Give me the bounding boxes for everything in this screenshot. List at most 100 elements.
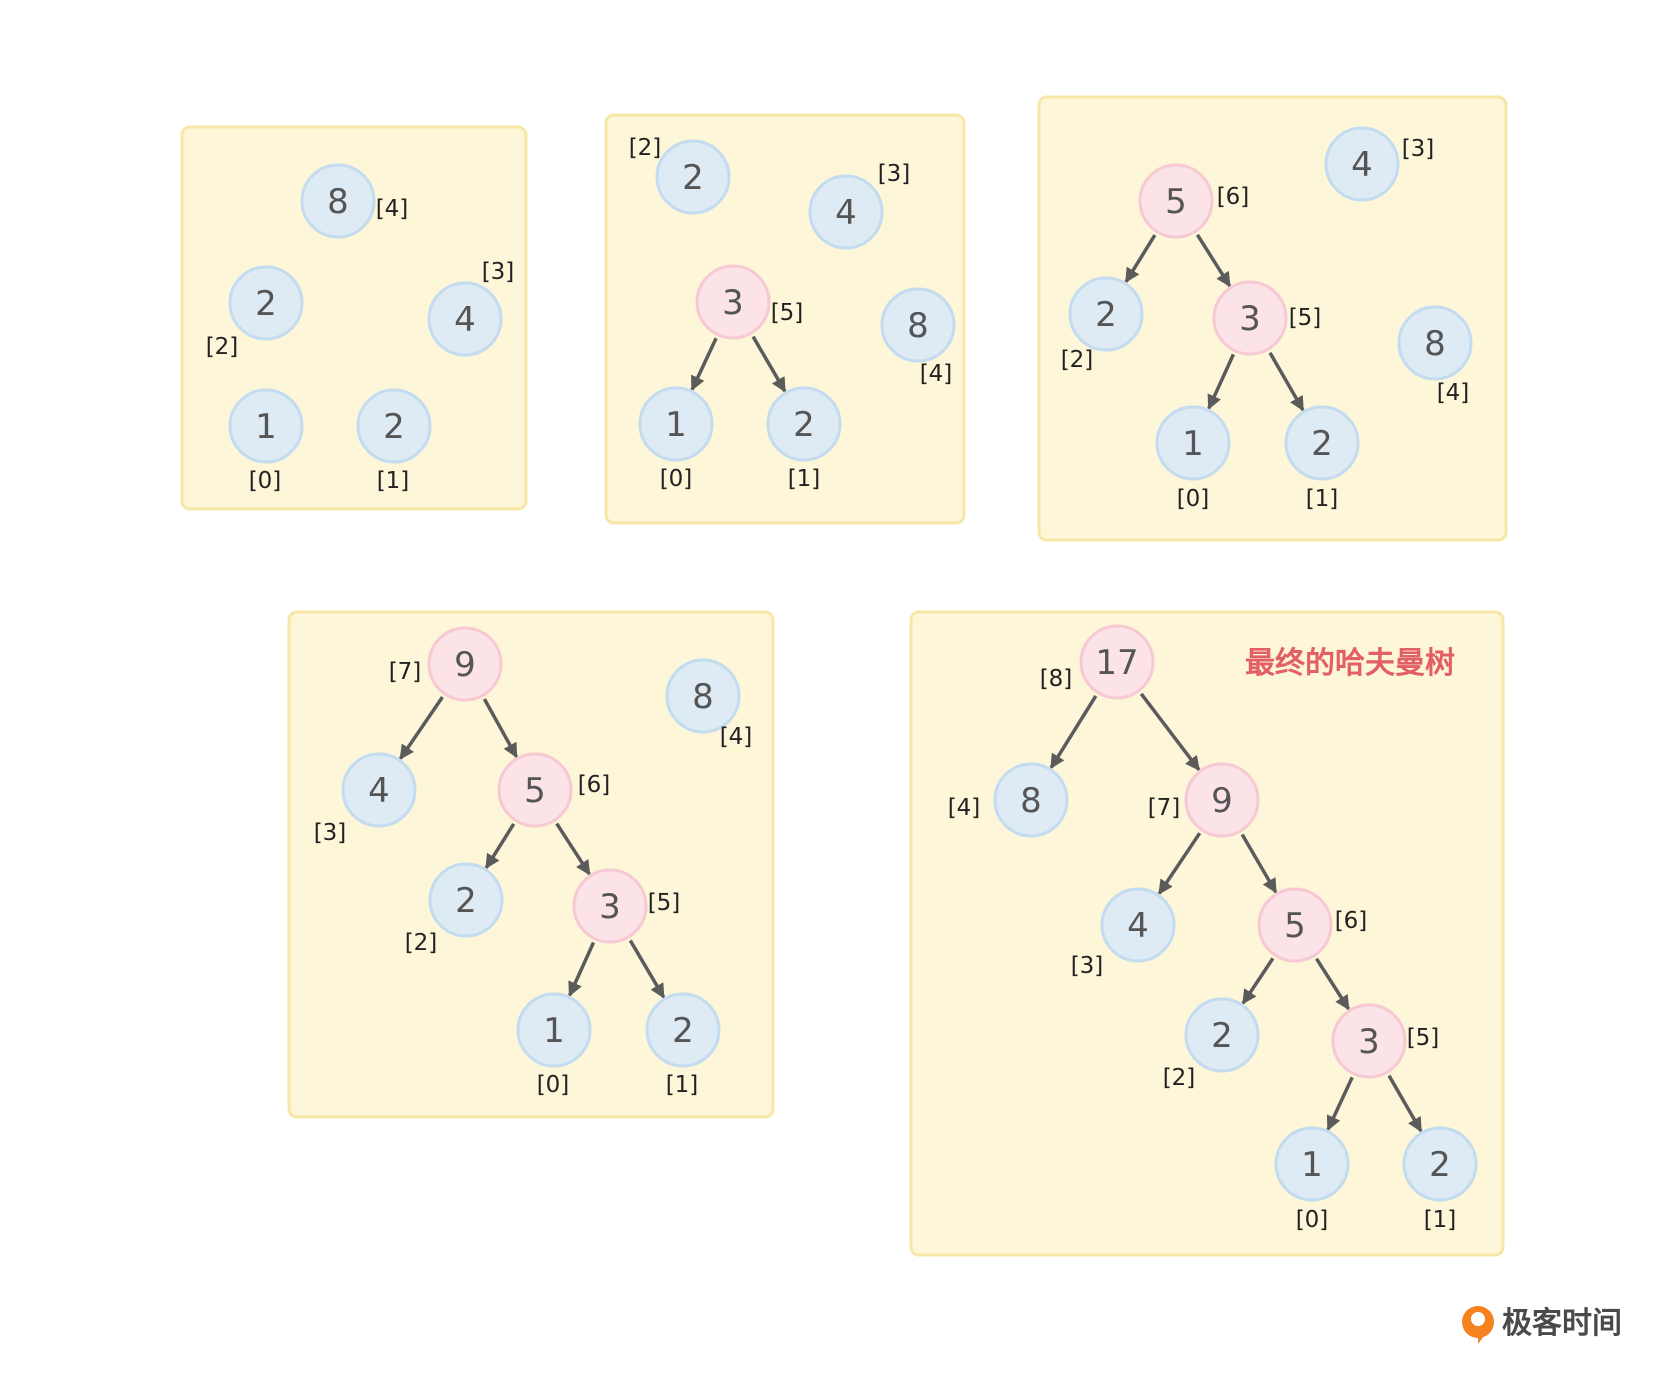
edge-arrow xyxy=(1315,957,1351,1011)
tree-node: 4[3] xyxy=(1324,126,1434,202)
internal-node-circle xyxy=(1138,163,1214,239)
node-index-label: [2] xyxy=(629,135,662,161)
panels: 8[4]2[2]4[3]1[0]2[1]2[2]4[3]3[5]8[4]1[0]… xyxy=(180,95,1508,1257)
node-weight: 1 xyxy=(543,1011,565,1051)
node-weight: 3 xyxy=(722,283,744,323)
tree-node: 4[3] xyxy=(314,752,417,846)
internal-node-circle xyxy=(1257,887,1333,963)
node-weight: 4 xyxy=(835,193,857,233)
node-index-label: [1] xyxy=(666,1072,699,1098)
tree-node: 3[5] xyxy=(1212,280,1321,356)
node-index-label: [1] xyxy=(1424,1207,1457,1233)
tree-node: 9 [7] xyxy=(389,626,503,702)
leaf-node-circle xyxy=(1397,305,1473,381)
node-weight: 8 xyxy=(692,677,714,717)
tree-node: 2[1] xyxy=(645,992,721,1098)
node-weight: 2 xyxy=(455,881,477,921)
tree-node: 2 [1] xyxy=(1402,1126,1478,1233)
node-index-label: [2] xyxy=(405,930,438,956)
tree-node: 2[2] xyxy=(1061,276,1144,373)
tree-node: 2[2] xyxy=(206,265,304,360)
tree-node: 5[6] xyxy=(1257,887,1367,963)
node-index-label: [3] xyxy=(314,820,347,846)
tree-node: 8[4] xyxy=(948,762,1069,838)
leaf-node-circle xyxy=(1284,405,1360,481)
node-weight: 17 xyxy=(1095,643,1138,683)
edge-arrow xyxy=(1049,694,1098,769)
node-weight: 4 xyxy=(1127,906,1149,946)
leaf-node-circle xyxy=(428,862,504,938)
node-index-label: [0] xyxy=(1296,1207,1329,1233)
node-weight: 1 xyxy=(255,407,277,447)
node-index-label: [3] xyxy=(1071,953,1104,979)
tree-node: 9 [7] xyxy=(1148,762,1260,838)
edge-arrow xyxy=(484,822,516,870)
node-weight: 8 xyxy=(1020,781,1042,821)
edge-arrow xyxy=(1268,351,1305,412)
panel-background xyxy=(909,610,1505,1257)
panel-4: 9[7]8[4]4[3]5[6]2[2]3[5]1[0]2[1] xyxy=(287,610,775,1119)
node-index-label: [2] xyxy=(1061,347,1094,373)
edge-arrow xyxy=(1124,234,1157,283)
node-index-label: [0] xyxy=(249,468,282,494)
node-weight: 2 xyxy=(793,405,815,445)
edge-arrow xyxy=(628,939,666,999)
edge-arrow xyxy=(751,335,787,393)
node-index-label: [3] xyxy=(878,161,911,187)
tree-node: 3[5] xyxy=(695,264,803,340)
tree-node: 8[4] xyxy=(1397,305,1473,406)
node-index-label: [3] xyxy=(482,259,515,285)
node-index-label: [5] xyxy=(1407,1025,1440,1051)
internal-node-circle xyxy=(1079,624,1155,700)
node-index-label: [7] xyxy=(1148,795,1181,821)
node-weight: 9 xyxy=(1211,781,1233,821)
leaf-node-circle xyxy=(427,281,503,357)
node-index-label: [4] xyxy=(1437,380,1470,406)
node-weight: 2 xyxy=(255,284,277,324)
tree-node: 8[4] xyxy=(665,658,752,750)
node-weight: 9 xyxy=(454,645,476,685)
node-index-label: [6] xyxy=(1217,184,1250,210)
node-index-label: [6] xyxy=(578,772,611,798)
node-weight: 1 xyxy=(1182,424,1204,464)
internal-node-circle xyxy=(572,868,648,944)
tree-node: 2[2] xyxy=(1163,997,1260,1091)
node-index-label: [1] xyxy=(1306,486,1339,512)
internal-node-circle xyxy=(695,264,771,340)
edge-arrow xyxy=(1139,692,1201,771)
leaf-node-circle xyxy=(1274,1126,1350,1202)
tree-node: 1[0] xyxy=(1274,1126,1350,1233)
tree-node: 1[0] xyxy=(638,386,714,492)
node-index-label: [4] xyxy=(920,361,953,387)
tree-node: 8 [4] xyxy=(880,287,956,387)
edge-arrow xyxy=(398,696,444,760)
leaf-node-circle xyxy=(638,386,714,462)
leaf-node-circle xyxy=(228,265,304,341)
tree-node: 3[5] xyxy=(572,868,680,944)
node-index-label: [7] xyxy=(389,659,422,685)
panel-3: 4[3]5[6]2[2]3[5]8[4]1[0]2[1] xyxy=(1037,95,1508,542)
internal-node-circle xyxy=(1331,1003,1407,1079)
edge-arrow xyxy=(482,698,519,759)
edge-arrow xyxy=(1387,1074,1423,1133)
node-weight: 3 xyxy=(1358,1022,1380,1062)
leaf-node-circle xyxy=(300,163,376,239)
node-index-label: [0] xyxy=(1177,486,1210,512)
tree-node: 1 [0] xyxy=(228,388,304,494)
node-index-label: [2] xyxy=(1163,1065,1196,1091)
node-weight: 5 xyxy=(1165,182,1187,222)
node-weight: 2 xyxy=(1429,1145,1451,1185)
edge-arrow xyxy=(568,941,596,997)
leaf-node-circle xyxy=(1184,997,1260,1073)
leaf-node-circle xyxy=(766,386,842,462)
node-weight: 8 xyxy=(327,182,349,222)
edge-arrow xyxy=(1326,1076,1354,1131)
geektime-logo-icon xyxy=(1462,1306,1494,1344)
brand-logo: 极客时间 xyxy=(1462,1306,1622,1344)
tree-node: 5 [6] xyxy=(1138,163,1250,239)
leaf-node-circle xyxy=(1068,276,1144,352)
internal-node-circle xyxy=(497,752,573,828)
panel-2: 2[2]4[3]3[5]8[4]1[0]2[1] xyxy=(604,113,966,525)
brand-name: 极客时间 xyxy=(1502,1306,1622,1341)
node-weight: 8 xyxy=(907,306,929,346)
